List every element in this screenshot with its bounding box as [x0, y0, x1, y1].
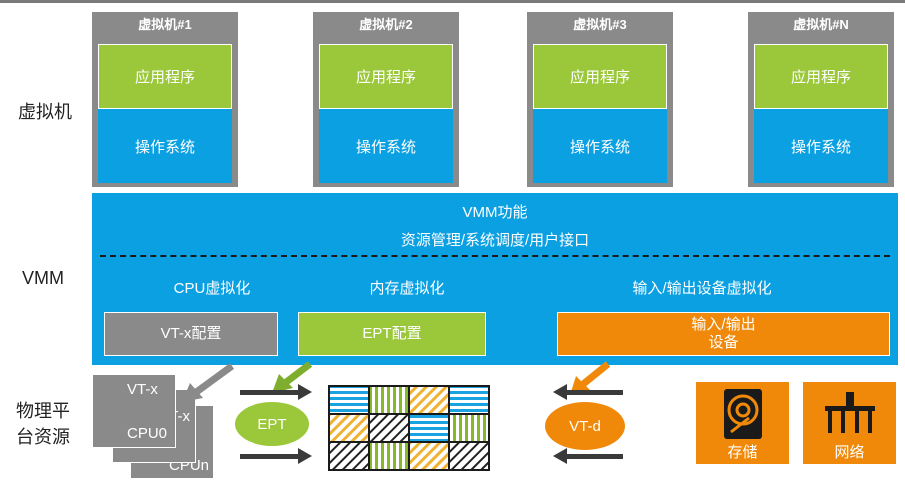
memory-page-cell	[408, 413, 450, 443]
vm-title: 虚拟机#N	[793, 17, 849, 32]
physical-row-label-2: 台资源	[16, 427, 70, 447]
io-device-line2: 设备	[708, 334, 739, 351]
vm-application-layer: 应用程序	[754, 44, 888, 109]
network-icon	[825, 392, 875, 433]
cpu-card-front: VT-x CPU0	[92, 374, 176, 448]
cpu-card-tech: VT-x	[127, 381, 158, 398]
vm-title: 虚拟机#2	[359, 17, 413, 32]
vm-os-layer: 操作系统	[98, 109, 232, 183]
memory-page-cell	[448, 441, 490, 471]
memory-page-cell	[368, 413, 410, 443]
vm-os-layer: 操作系统	[754, 109, 888, 183]
physical-row-label-1: 物理平	[16, 401, 70, 421]
vm-os-layer: 操作系统	[533, 109, 667, 183]
vm-title: 虚拟机#3	[573, 17, 627, 32]
vmm-layer: VMM功能 资源管理/系统调度/用户接口 CPU虚拟化 内存虚拟化 输入/输出设…	[92, 193, 898, 365]
vm-title: 虚拟机#1	[138, 17, 192, 32]
arrow-icon	[240, 384, 312, 400]
arrow-icon	[553, 384, 623, 400]
vmm-row-label: VMM	[22, 268, 64, 288]
arrow-icon	[272, 361, 313, 393]
ept-oval: EPT	[235, 402, 309, 446]
vm-box-3: 虚拟机#3 应用程序 操作系统	[527, 12, 673, 187]
memory-page-cell	[368, 441, 410, 471]
vm-box-n: 虚拟机#N 应用程序 操作系统	[748, 12, 894, 187]
arrow-icon	[553, 448, 623, 464]
io-virtualization-label: 输入/输出设备虚拟化	[632, 280, 772, 297]
vmm-divider	[100, 255, 890, 257]
vmm-subtitle: 资源管理/系统调度/用户接口	[400, 232, 590, 249]
vmm-title: VMM功能	[462, 204, 528, 221]
hard-disk-icon	[724, 389, 762, 439]
vm-row-label: 虚拟机	[18, 102, 72, 122]
storage-label: 存储	[727, 444, 758, 461]
vm-application-layer: 应用程序	[319, 44, 453, 109]
ept-config-box: EPT配置	[298, 312, 486, 356]
vtd-oval: VT-d	[545, 402, 625, 450]
top-divider	[0, 0, 905, 3]
cpu-card-name: CPU0	[127, 425, 168, 442]
vm-application-layer: 应用程序	[533, 44, 667, 109]
io-device-config-box: 输入/输出 设备	[557, 312, 890, 356]
network-label: 网络	[834, 444, 865, 461]
vtx-config-box: VT-x配置	[104, 312, 278, 356]
cpu-virtualization-label: CPU虚拟化	[173, 280, 251, 297]
storage-device: 存储	[696, 382, 789, 464]
arrow-icon	[182, 363, 235, 402]
vm-box-1: 虚拟机#1 应用程序 操作系统	[92, 12, 238, 187]
io-device-line1: 输入/输出	[691, 316, 756, 333]
vm-box-2: 虚拟机#2 应用程序 操作系统	[313, 12, 459, 187]
network-device: 网络	[803, 382, 896, 464]
vm-application-layer: 应用程序	[98, 44, 232, 109]
memory-page-table	[328, 385, 490, 471]
arrow-icon	[240, 448, 312, 464]
vm-os-layer: 操作系统	[319, 109, 453, 183]
memory-virtualization-label: 内存虚拟化	[369, 280, 445, 297]
